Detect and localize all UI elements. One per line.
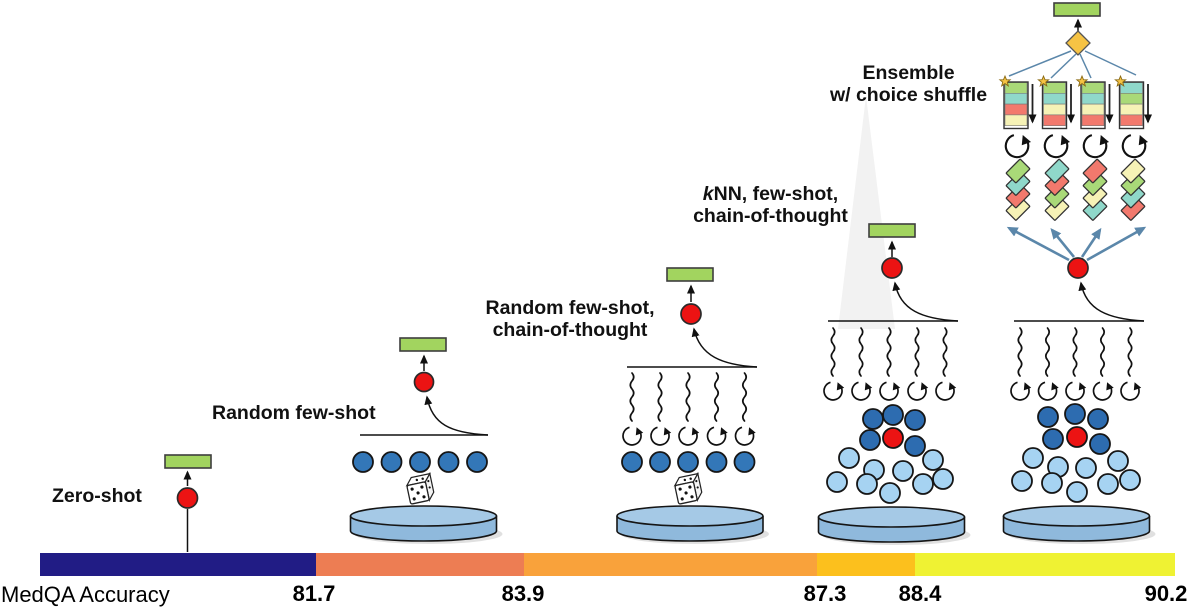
group-random-few-shot-cot — [616, 267, 770, 545]
tick-90-2: 90.2 — [1144, 581, 1188, 606]
bar-segment-knn-few-shot-cot — [817, 553, 915, 576]
fan-lines — [1008, 50, 1137, 79]
shuffle-arrows — [1006, 226, 1147, 262]
swoosh-arrow — [691, 327, 758, 368]
tick-81-7: 81.7 — [292, 581, 336, 606]
model-node — [680, 303, 702, 325]
knn-k-italic: k — [702, 183, 714, 205]
shuffled-card-stack — [1005, 158, 1031, 222]
loop-icons — [1004, 133, 1150, 159]
answer-stack — [1037, 75, 1075, 130]
cot-squiggles — [1017, 327, 1133, 377]
database-icon — [817, 506, 972, 546]
dice-icon — [404, 472, 436, 505]
group-ensemble — [999, 2, 1157, 545]
swoosh-arrow — [1078, 281, 1145, 322]
answer-stack — [999, 75, 1037, 130]
model-node — [176, 487, 199, 509]
answer-stack — [1076, 75, 1114, 130]
knn-cluster — [1011, 403, 1141, 503]
spotlight-beam — [838, 96, 895, 329]
label-line-1: Ensemble — [862, 62, 955, 84]
answer-box — [164, 454, 212, 469]
bar-segment-zero-shot — [40, 553, 316, 576]
loop-icons — [1010, 381, 1143, 401]
query-dot — [1066, 426, 1088, 448]
tick-83-9: 83.9 — [501, 581, 545, 606]
label-zero-shot: Zero-shot — [52, 485, 142, 507]
bar-segment-random-few-shot — [316, 553, 524, 576]
shuffled-card-stack — [1082, 158, 1108, 222]
label-random-few-shot-cot: Random few-shot, chain-of-thought — [470, 297, 670, 341]
tick-87-3: 87.3 — [803, 581, 847, 606]
database-icon — [349, 505, 504, 545]
cot-squiggles — [629, 372, 748, 422]
loop-icons — [823, 381, 958, 401]
aggregator-diamond-icon — [1065, 30, 1091, 56]
bar-segment-random-few-shot-cot — [524, 553, 817, 576]
group-knn-few-shot-cot — [817, 223, 972, 546]
model-node — [881, 257, 903, 279]
query-dot — [882, 427, 904, 449]
answer-box — [666, 267, 714, 282]
accuracy-gradient-bar — [40, 553, 1175, 576]
model-node — [413, 371, 435, 393]
label-line-2: chain-of-thought — [492, 319, 648, 341]
scale-label: MedQA Accuracy — [1, 582, 170, 607]
answer-box — [399, 337, 447, 352]
tick-88-4: 88.4 — [898, 581, 942, 606]
loop-icons — [622, 426, 757, 446]
label-random-few-shot: Random few-shot — [212, 402, 376, 424]
bar-segment-ensemble — [915, 553, 1175, 576]
dice-icon — [672, 472, 704, 505]
label-line-1: kNN, few-shot, — [702, 183, 839, 205]
swoosh-arrow — [892, 281, 959, 322]
example-dots — [352, 451, 488, 473]
answer-box — [1053, 2, 1101, 17]
model-node — [1067, 257, 1089, 279]
label-line-2: chain-of-thought — [693, 205, 848, 227]
shuffled-card-stack — [1120, 158, 1146, 222]
label-knn-few-shot-cot: kNN, few-shot, chain-of-thought — [668, 183, 873, 227]
database-icon — [616, 505, 770, 545]
example-dots — [621, 451, 756, 473]
knn-cluster — [826, 404, 954, 504]
database-icon — [1002, 505, 1157, 545]
swoosh-arrow — [424, 395, 489, 436]
group-zero-shot — [164, 454, 212, 552]
shuffled-card-stack — [1044, 158, 1070, 222]
label-ensemble: Ensemble w/ choice shuffle — [806, 62, 1011, 106]
group-random-few-shot — [349, 337, 504, 545]
cot-squiggles — [830, 327, 948, 377]
answer-stack — [1114, 75, 1152, 130]
label-line-2: w/ choice shuffle — [829, 84, 988, 106]
answer-box — [868, 223, 916, 238]
label-line-1: Random few-shot, — [485, 297, 655, 319]
